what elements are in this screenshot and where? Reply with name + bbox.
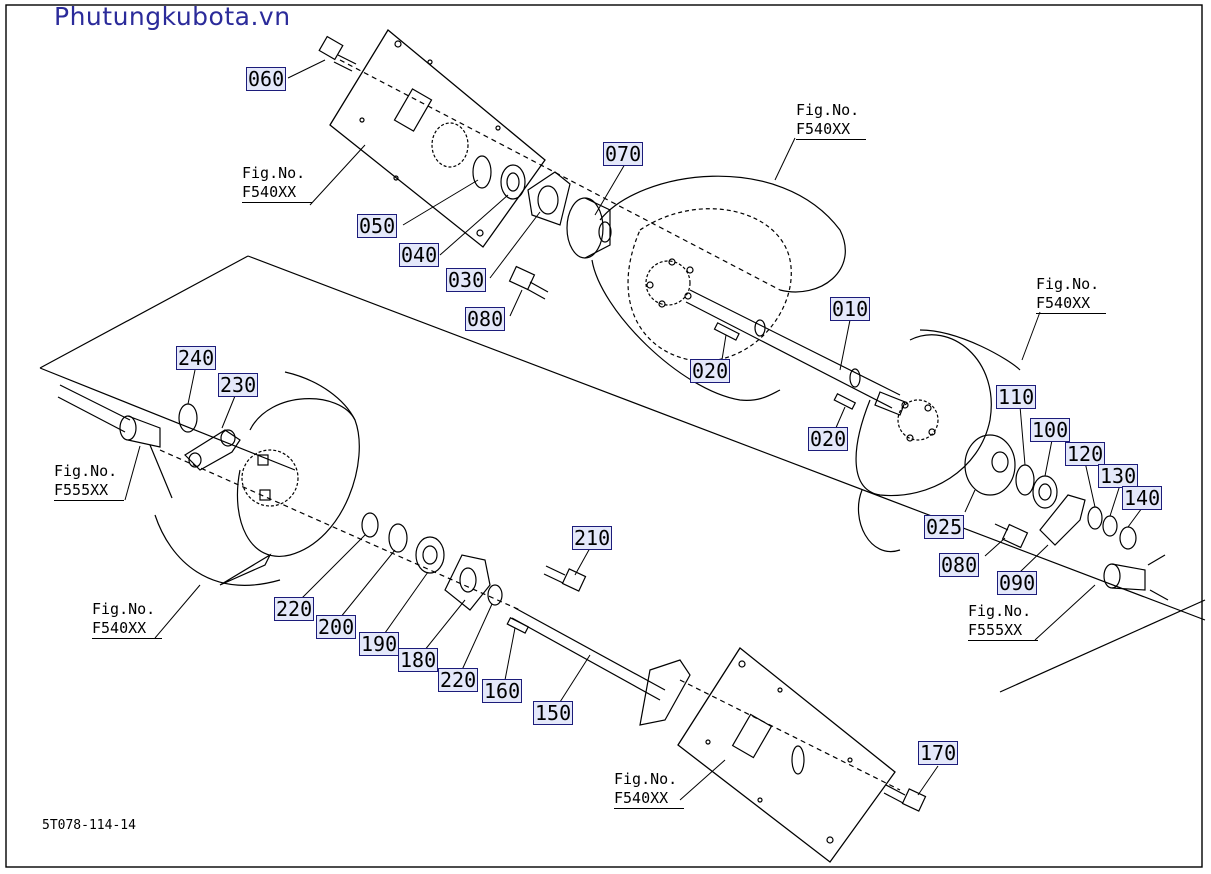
bolt-060 xyxy=(318,35,357,72)
part-callout-040[interactable]: 040 xyxy=(399,243,440,267)
key-020-a xyxy=(713,322,740,341)
part-callout-020[interactable]: 020 xyxy=(690,359,731,383)
part-callout-170[interactable]: 170 xyxy=(918,741,959,765)
right-bearing-stack xyxy=(964,434,1137,550)
part-callout-070[interactable]: 070 xyxy=(603,142,644,166)
part-callout-210[interactable]: 210 xyxy=(572,526,613,550)
key-160 xyxy=(506,616,530,634)
arm-230 xyxy=(178,403,241,471)
bottom-plate xyxy=(677,647,896,863)
right-drum xyxy=(855,329,1021,553)
part-callout-240[interactable]: 240 xyxy=(176,346,217,370)
fig-ref[interactable]: Fig.No.F540XX xyxy=(1036,275,1106,314)
upper-bearing-stack xyxy=(472,155,612,259)
part-callout-100[interactable]: 100 xyxy=(1030,418,1071,442)
part-callout-200[interactable]: 200 xyxy=(316,615,357,639)
part-callout-025[interactable]: 025 xyxy=(924,515,965,539)
shaft-010 xyxy=(685,289,906,416)
part-callout-160[interactable]: 160 xyxy=(482,679,523,703)
upper-drum xyxy=(591,175,846,401)
watermark-text: Phutungkubota.vn xyxy=(54,2,291,31)
key-020-b xyxy=(833,392,857,410)
fig-ref[interactable]: Fig.No.F540XX xyxy=(796,101,866,140)
part-callout-220[interactable]: 220 xyxy=(438,668,479,692)
left-coupling xyxy=(57,384,173,499)
drawing-border xyxy=(5,4,1203,868)
part-callout-060[interactable]: 060 xyxy=(246,67,287,91)
part-callout-020[interactable]: 020 xyxy=(808,427,849,451)
part-callout-140[interactable]: 140 xyxy=(1122,486,1163,510)
part-callout-180[interactable]: 180 xyxy=(398,648,439,672)
document-id: 5T078-114-14 xyxy=(42,818,136,833)
right-coupling xyxy=(1103,554,1169,601)
part-callout-080[interactable]: 080 xyxy=(465,307,506,331)
shaft-150 xyxy=(511,607,691,726)
part-callout-090[interactable]: 090 xyxy=(997,571,1038,595)
lower-bearing-stack xyxy=(361,512,503,611)
part-callout-220[interactable]: 220 xyxy=(274,597,315,621)
part-callout-110[interactable]: 110 xyxy=(996,385,1037,409)
fig-ref[interactable]: Fig.No.F555XX xyxy=(54,462,124,501)
housing-outline xyxy=(39,255,1206,693)
part-callout-010[interactable]: 010 xyxy=(830,297,871,321)
bolt-080-upper xyxy=(508,265,549,300)
fig-ref[interactable]: Fig.No.F540XX xyxy=(614,770,684,809)
top-plate xyxy=(329,29,546,248)
part-callout-130[interactable]: 130 xyxy=(1098,464,1139,488)
part-callout-190[interactable]: 190 xyxy=(359,632,400,656)
fig-ref[interactable]: Fig.No.F540XX xyxy=(242,164,312,203)
part-callout-050[interactable]: 050 xyxy=(357,214,398,238)
part-callout-230[interactable]: 230 xyxy=(218,373,259,397)
fig-ref[interactable]: Fig.No.F555XX xyxy=(968,602,1038,641)
bolt-210 xyxy=(543,565,587,592)
bolt-080-lower xyxy=(994,523,1029,549)
part-callout-150[interactable]: 150 xyxy=(533,701,574,725)
leader-lines xyxy=(124,59,1143,801)
part-callout-030[interactable]: 030 xyxy=(446,268,487,292)
fig-ref[interactable]: Fig.No.F540XX xyxy=(92,600,162,639)
part-callout-120[interactable]: 120 xyxy=(1065,442,1106,466)
part-callout-080[interactable]: 080 xyxy=(939,553,980,577)
bolt-170 xyxy=(883,784,927,812)
